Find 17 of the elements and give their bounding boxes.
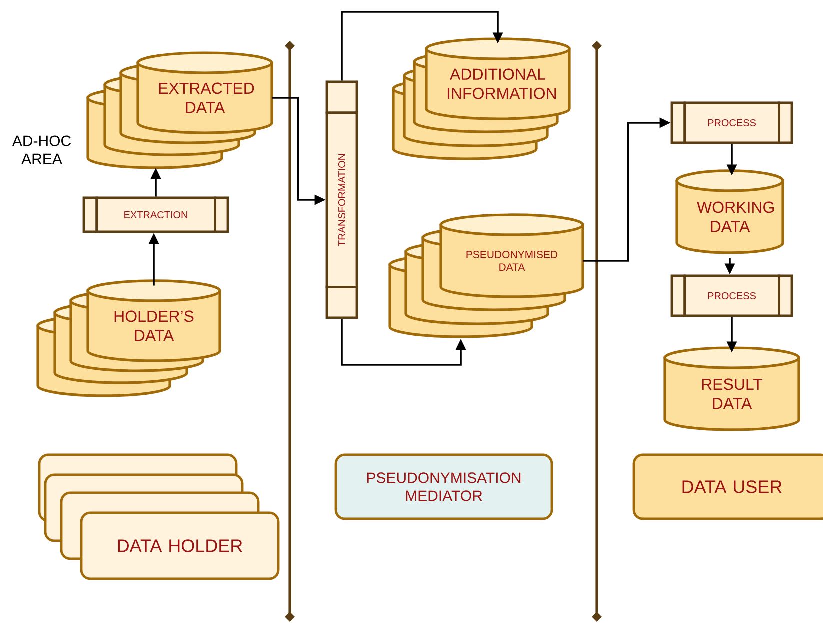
- arrow: [341, 11, 504, 81]
- process-box: EXTRACTION: [82, 196, 230, 234]
- database-stack: HOLDER’S DATA: [36, 280, 222, 398]
- database-stack: PSEUDONYMISED DATA: [388, 214, 584, 338]
- process-box: PROCESS: [670, 274, 794, 318]
- database-cylinder: RESULT DATA: [664, 346, 800, 432]
- process-box: TRANSFORMATION: [326, 80, 358, 320]
- area-label: AD-HOC AREA: [12, 136, 71, 164]
- node-label: DATA HOLDER: [118, 540, 242, 552]
- database-stack: EXTRACTED DATA: [86, 52, 274, 170]
- role-box: PSEUDONYMISATION MEDIATOR: [334, 454, 554, 520]
- role-stack: DATA HOLDER: [38, 454, 280, 580]
- database-stack: ADDITIONAL INFORMATION: [392, 38, 571, 160]
- node-label: ADDITIONAL: [450, 68, 546, 80]
- database-cylinder: WORKING DATA: [676, 170, 784, 254]
- role-box: DATA USER: [632, 454, 823, 520]
- process-box: PROCESS: [670, 102, 794, 144]
